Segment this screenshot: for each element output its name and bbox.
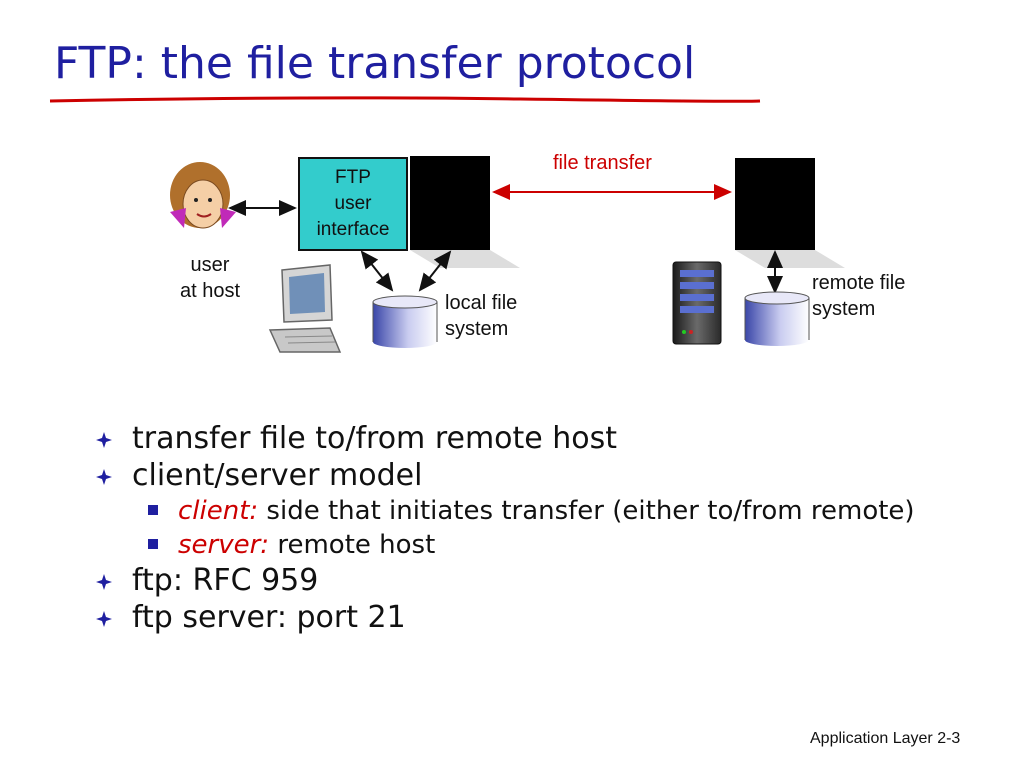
bullet-text: client/server model (132, 458, 423, 493)
diamond-bullet-icon (96, 574, 112, 590)
square-bullet-icon (148, 505, 158, 515)
server-term: server: (178, 530, 270, 560)
bullet-text: ftp server: port 21 (132, 600, 406, 635)
file-transfer-label: file transfer (553, 152, 652, 174)
remote-disk-icon (744, 291, 810, 346)
diamond-bullet-icon (96, 469, 112, 485)
page-title: FTP: the file transfer protocol (54, 38, 696, 89)
list-item: client: side that initiates transfer (ei… (96, 494, 996, 528)
ftp-client-block (410, 156, 490, 250)
remote-fs-line1: remote file (812, 272, 906, 294)
ftp-ui-line2: user (334, 193, 372, 214)
local-fs-line2: system (445, 318, 509, 340)
ftp-ui-line3: interface (316, 219, 390, 240)
server-icon (672, 261, 722, 345)
list-item: client/server model (96, 457, 996, 494)
computer-icon (268, 264, 342, 353)
user-at-host-label: user at host (175, 252, 245, 304)
bullet-text: ftp: RFC 959 (132, 563, 319, 598)
bullet-list: transfer file to/from remote host client… (96, 420, 996, 636)
disk-icon (372, 295, 438, 348)
ftp-user-interface-box: FTP user interface (298, 157, 408, 251)
local-fs-line1: local file (445, 292, 518, 314)
list-item: transfer file to/from remote host (96, 420, 996, 457)
person-icon (170, 162, 236, 229)
local-file-system-label: local file system (445, 290, 517, 342)
user-label-line2: at host (179, 280, 241, 302)
list-item: server: remote host (96, 528, 996, 562)
square-bullet-icon (148, 539, 158, 549)
slide-footer: Application Layer 2-3 (810, 730, 961, 747)
remote-fs-line2: system (812, 298, 876, 320)
ftp-server-block (735, 158, 815, 250)
bullet-text: side that initiates transfer (either to/… (258, 496, 915, 526)
list-item: ftp server: port 21 (96, 599, 996, 636)
remote-file-system-label: remote file system (812, 270, 905, 322)
ftp-ui-line1: FTP (335, 167, 371, 188)
bullet-text: remote host (269, 530, 436, 560)
diamond-bullet-icon (96, 432, 112, 448)
list-item: ftp: RFC 959 (96, 562, 996, 599)
user-label-line1: user (190, 254, 230, 276)
client-term: client: (178, 496, 259, 526)
bullet-text: transfer file to/from remote host (132, 421, 618, 456)
diamond-bullet-icon (96, 611, 112, 627)
